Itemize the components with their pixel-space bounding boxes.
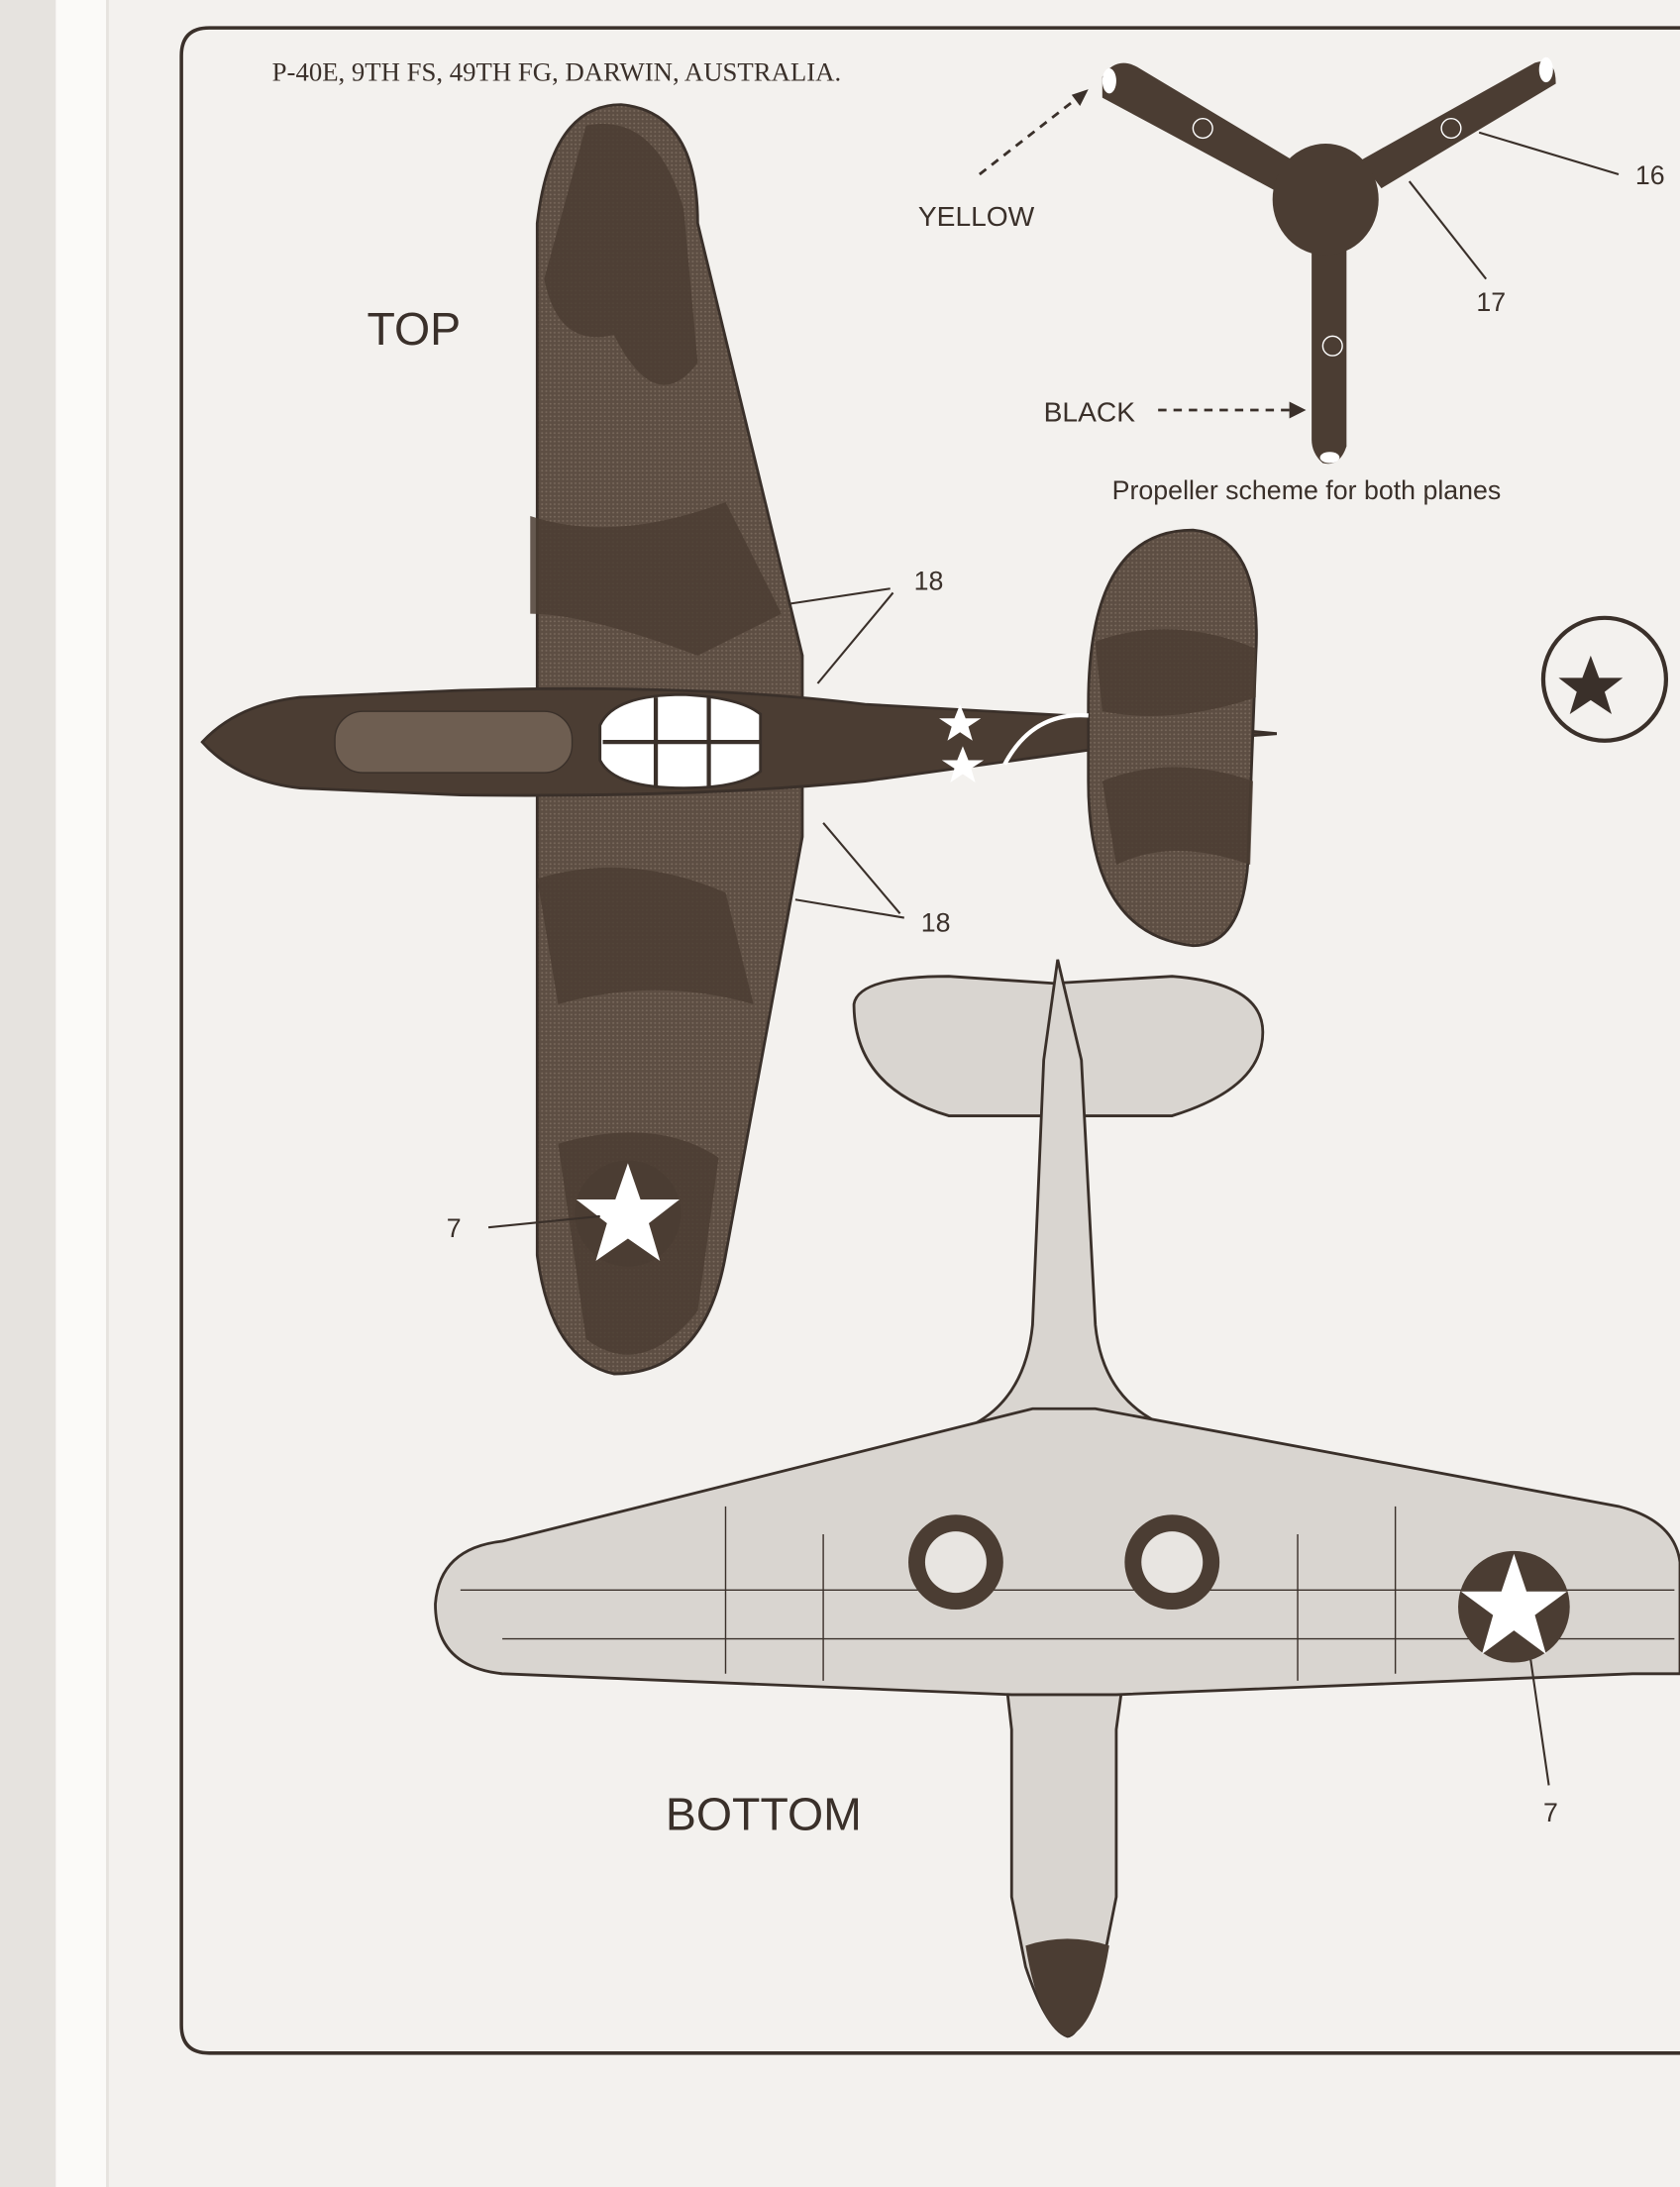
bottom-view-label: BOTTOM — [666, 1789, 862, 1840]
hamilton-logo-icon — [1192, 117, 1213, 140]
leader-line-7-bottom — [1529, 1659, 1550, 1786]
yellow-arrow — [978, 93, 1083, 176]
leader-lines-18 — [788, 587, 904, 919]
yellow-tip — [1538, 56, 1553, 83]
bottom-wing — [434, 1406, 1680, 1697]
top-view-aircraft — [200, 103, 1278, 1376]
bottom-wing-star-icon — [1460, 1553, 1567, 1655]
propeller-blade — [1102, 62, 1306, 196]
callout-7-top: 7 — [447, 1213, 462, 1243]
top-tail-plane — [1087, 528, 1258, 948]
callout-7-bottom: 7 — [1543, 1798, 1558, 1827]
page-fold — [55, 0, 107, 2187]
yellow-tip — [1102, 68, 1116, 94]
callout-17: 17 — [1476, 287, 1506, 317]
leader-line-7-top — [487, 1214, 600, 1229]
propeller-blade — [1312, 237, 1347, 465]
black-label: BLACK — [1044, 396, 1136, 427]
callout-16: 16 — [1635, 160, 1665, 190]
propeller-diagram — [978, 56, 1620, 465]
hamilton-logo-icon — [1440, 117, 1462, 140]
callout-18-upper: 18 — [914, 567, 944, 596]
page-title: P-40E, 9TH FS, 49TH FG, DARWIN, AUSTRALI… — [272, 57, 842, 87]
yellow-label: YELLOW — [918, 201, 1035, 232]
callout-18-lower: 18 — [921, 908, 951, 938]
camo-dark-patches — [530, 123, 782, 1355]
arrowhead-icon — [1289, 401, 1307, 419]
yellow-tip — [1319, 452, 1340, 464]
propeller-blade — [1360, 60, 1556, 189]
page-frame — [179, 26, 1680, 2055]
top-wing-star-icon — [576, 1163, 681, 1261]
hamilton-logo-icon — [1321, 335, 1343, 357]
bottom-nose — [1025, 1938, 1109, 2036]
arrowhead-icon — [1071, 89, 1089, 107]
top-view-label: TOP — [367, 303, 461, 355]
leader-line-17 — [1408, 180, 1488, 280]
leader-line-16 — [1478, 131, 1620, 176]
top-fuselage-panel — [334, 710, 574, 774]
manufacturer-logo — [1540, 615, 1669, 743]
propeller-caption: Propeller scheme for both planes — [1112, 475, 1502, 505]
bottom-view-aircraft — [434, 959, 1680, 2038]
propeller-spinner — [1272, 144, 1379, 256]
fuselage-star-icon — [939, 704, 985, 782]
